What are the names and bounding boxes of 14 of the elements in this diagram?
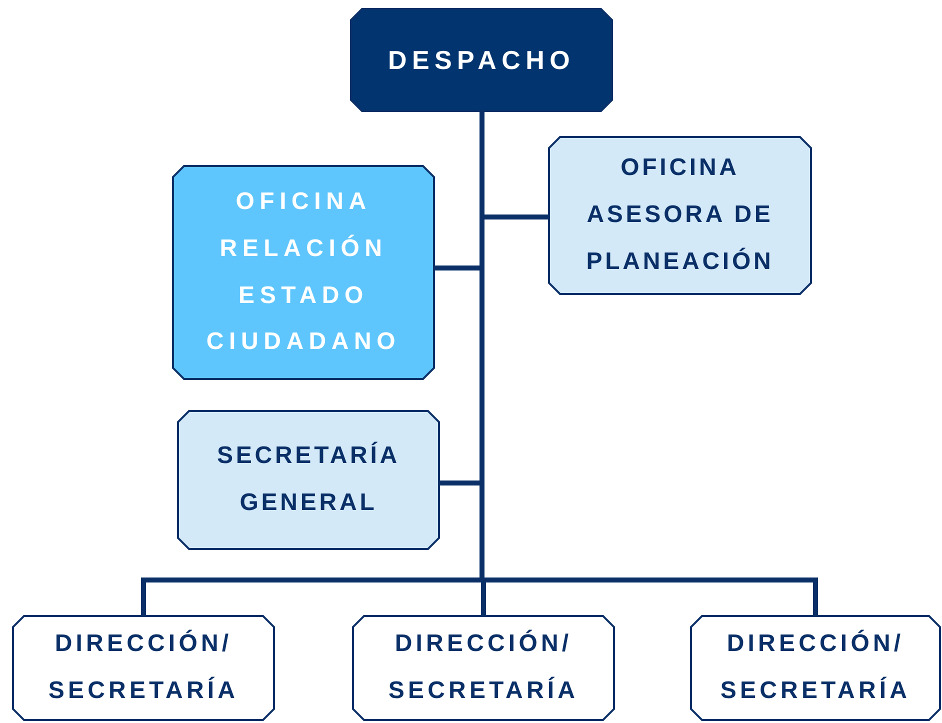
unit-box [12, 615, 275, 721]
unit-box [352, 615, 615, 721]
unit-name: DIRECCIÓN/ SECRETARÍA [47, 628, 240, 706]
unit-box [548, 136, 812, 295]
unit-name: DESPACHO [388, 44, 576, 77]
unit-name: OFICINA RELACIÓN ESTADO CIUDADANO [205, 186, 402, 358]
unit-box [177, 410, 440, 550]
unit-name: DIRECCIÓN/ SECRETARÍA [719, 628, 912, 706]
unit-box [172, 165, 435, 380]
unit-name: OFICINA ASESORA DE PLANEACIÓN [585, 153, 775, 277]
unit-name: SECRETARÍA GENERAL [216, 440, 402, 518]
unit-name: DIRECCIÓN/ SECRETARÍA [387, 628, 580, 706]
unit-box [690, 615, 941, 721]
header-box [350, 8, 613, 112]
